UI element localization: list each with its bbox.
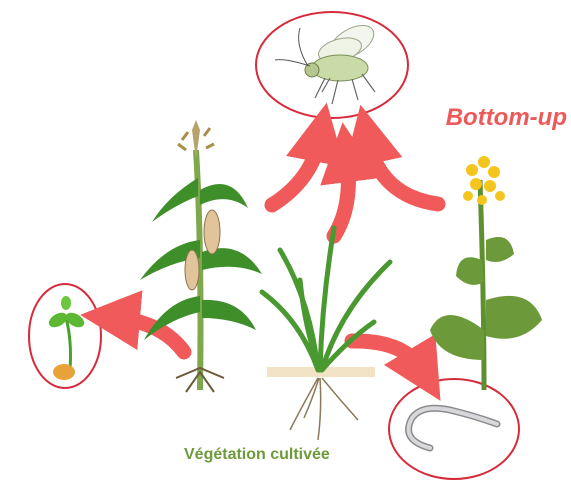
rapeseed-plant bbox=[430, 156, 542, 390]
cultivated-vegetation-label: Végétation cultivée bbox=[184, 446, 330, 464]
bottom-up-label: Bottom-up bbox=[446, 104, 567, 132]
earthworm-circle bbox=[389, 379, 519, 479]
arrow-to-aphid-right bbox=[368, 140, 438, 204]
wheat-plant bbox=[262, 228, 390, 440]
seedling-circle bbox=[29, 284, 101, 388]
maize-plant bbox=[140, 120, 262, 392]
arrow-to-aphid-left bbox=[272, 138, 320, 205]
arrow-to-earthworm bbox=[352, 341, 422, 370]
arrow-to-aphid-center bbox=[334, 158, 348, 236]
arrows bbox=[116, 138, 438, 370]
aphid-circle bbox=[256, 12, 408, 118]
